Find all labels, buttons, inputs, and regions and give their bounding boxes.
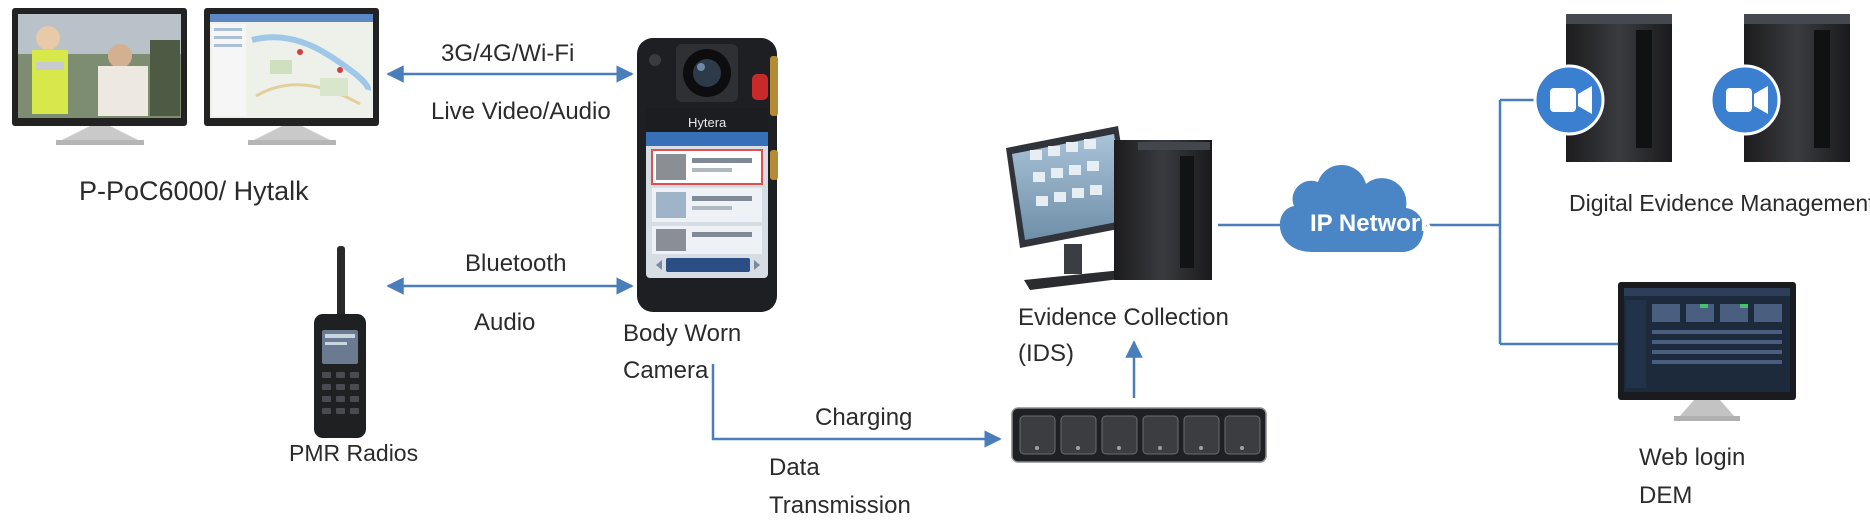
- ids-kiosk: [1006, 126, 1212, 290]
- label-data: Data: [769, 454, 820, 481]
- video-camera-icon: [1533, 64, 1605, 136]
- label-digital-evidence-management: Digital Evidence Management: [1569, 190, 1870, 216]
- video-camera-icon: [1709, 64, 1781, 136]
- pmr-radio: [314, 246, 366, 438]
- label-web-login: Web login: [1639, 444, 1746, 471]
- label-bluetooth: Bluetooth: [465, 250, 567, 277]
- label-charging: Charging: [815, 404, 913, 431]
- body-worn-camera: [637, 38, 778, 312]
- label-transmission: Transmission: [769, 492, 911, 519]
- label-camera: Camera: [623, 357, 709, 384]
- link-charging: [711, 364, 1002, 448]
- label-body-worn: Body Worn: [623, 320, 742, 347]
- label-evidence-collection: Evidence Collection: [1018, 304, 1229, 331]
- web-login-monitor: [1618, 282, 1796, 421]
- label-audio: Audio: [474, 309, 536, 336]
- monitor-map: [204, 8, 379, 145]
- label-ip-network: IP Network: [1310, 210, 1434, 237]
- label-pmr-radios: PMR Radios: [289, 440, 419, 466]
- label-ppoc-hytalk: P-PoC6000/ Hytalk: [79, 176, 309, 206]
- label-ids: (IDS): [1018, 340, 1074, 367]
- charging-station: [1011, 407, 1267, 463]
- label-live-video-audio: Live Video/Audio: [431, 98, 611, 125]
- monitor-video: [12, 8, 187, 145]
- camera-brand-text: Hytera: [688, 115, 727, 130]
- cloud-icon: [1279, 164, 1424, 252]
- dem-server-2: [1744, 14, 1850, 162]
- label-dem: DEM: [1639, 482, 1693, 509]
- label-3g-4g-wifi: 3G/4G/Wi-Fi: [441, 40, 575, 67]
